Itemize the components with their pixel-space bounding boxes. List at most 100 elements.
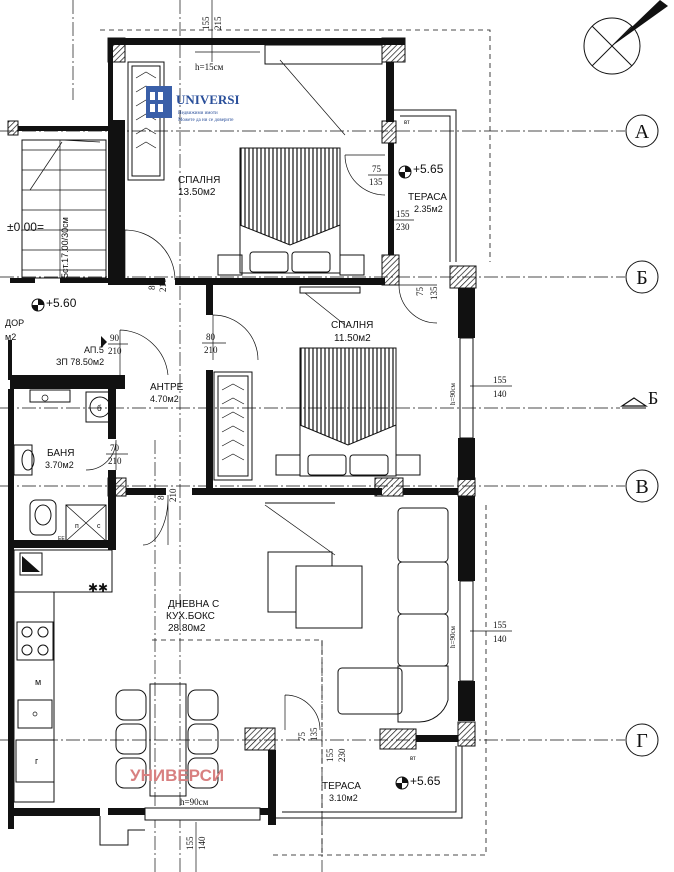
- dim-d1-210: 210: [158, 278, 168, 292]
- dim-t2-75: 75: [297, 732, 307, 742]
- dim-b-135: 135: [429, 286, 439, 300]
- level-left: +5.60: [46, 296, 77, 310]
- apartment-arrow-icon: [101, 336, 107, 348]
- dim-w1-155: 155: [493, 375, 507, 385]
- corridor-area: м2: [5, 332, 16, 342]
- terrace2-name: ТЕРАСА: [322, 781, 361, 792]
- dim-top-155: 155: [201, 16, 211, 30]
- dim-d5-80: 80: [156, 491, 166, 501]
- kitchen-m: м: [35, 677, 41, 687]
- level-texts: +5.65 +5.60 +5.65 ±0.00= 15ст.17.00/30см: [7, 162, 444, 788]
- walls: [7, 37, 477, 846]
- level-markers: [31, 165, 412, 790]
- dim-h90c: h=90см: [180, 797, 209, 807]
- bath-fixtures: [13, 389, 115, 542]
- level-zero: ±0.00=: [7, 220, 44, 234]
- dim-t2-135: 135: [309, 727, 319, 741]
- dim-t1-230: 230: [396, 222, 410, 232]
- stairs: [21, 139, 107, 279]
- bath-b: б: [97, 404, 102, 413]
- dim-bot-155: 155: [185, 836, 195, 850]
- living-area: 28.80м2: [168, 623, 206, 634]
- dim-h90b: h=90см: [449, 625, 457, 648]
- corridor-name: ДОР: [5, 318, 24, 328]
- dim-d3-90: 90: [110, 333, 120, 343]
- axis-marker-b: [625, 260, 659, 294]
- living-line1: ДНЕВНА С: [168, 599, 219, 610]
- dim-d5-210: 210: [168, 488, 178, 502]
- dim-t1-135: 135: [369, 177, 383, 187]
- bedroom1-area: 13.50м2: [178, 187, 216, 198]
- terrace-outlines: [276, 109, 463, 819]
- axis-marker-a: [625, 114, 659, 148]
- dim-d4-70: 70: [110, 443, 120, 453]
- apartment-label: АП.5: [84, 345, 104, 355]
- dim-d3-210: 210: [108, 346, 122, 356]
- kitchen-stars: ✱✱: [88, 581, 108, 595]
- bath-name: БАНЯ: [47, 448, 74, 459]
- living-furniture: [115, 507, 449, 797]
- hall-area: 4.70м2: [150, 394, 179, 404]
- level-top-right: +5.65: [413, 162, 444, 176]
- logo: UNIVERSI Недвижими имоти Можете да ни се…: [146, 86, 240, 123]
- dim-t1-75: 75: [372, 164, 382, 174]
- watermark: УНИВЕРСИ: [130, 766, 224, 785]
- fixture-labels: м г ✱✱ п с б ЕЕ: [35, 404, 108, 766]
- level-bottom-right: +5.65: [410, 774, 441, 788]
- axis-label-b: Б: [636, 267, 647, 289]
- wardrobe-2: [213, 371, 253, 481]
- dim-w2-140: 140: [493, 634, 507, 644]
- axis-label-v: В: [635, 476, 648, 498]
- living-line2: КУХ.БОКС: [166, 611, 215, 622]
- dim-d4-210: 210: [108, 456, 122, 466]
- apartment-area: ЗП 78.50м2: [56, 357, 104, 367]
- axis-marker-g: [625, 723, 659, 757]
- dim-d1-80: 80: [147, 281, 157, 291]
- doors: [85, 59, 438, 731]
- north-arrow-icon: [583, 0, 668, 75]
- dim-d2-80: 80: [206, 332, 216, 342]
- logo-line2: Можете да ни се доверите: [178, 118, 234, 123]
- axis-label-a: А: [635, 121, 650, 143]
- dim-w2-155: 155: [493, 620, 507, 630]
- hall-name: АНТРЕ: [150, 382, 184, 393]
- outline-dashed: [100, 29, 491, 856]
- axis-markers: А Б В Г Б: [620, 114, 659, 757]
- dim-t2-155: 155: [325, 748, 335, 762]
- bt-bottom: вт: [410, 756, 416, 762]
- bed-2: [275, 347, 421, 477]
- axis-marker-v: [625, 469, 659, 503]
- dim-h90a: h=90см: [449, 382, 457, 405]
- room-labels: СПАЛНЯ 13.50м2 СПАЛНЯ 11.50м2 ТЕРАСА 2.3…: [5, 175, 447, 803]
- bedroom2-area: 11.50м2: [334, 333, 371, 344]
- section-label: Б: [648, 388, 658, 408]
- wardrobe-1: [127, 61, 165, 181]
- dimensions: 155 215 h=15см 75 135 155 230 75 135 80 …: [106, 0, 512, 872]
- bedroom2-name: СПАЛНЯ: [331, 320, 373, 331]
- section-arrow-icon: [620, 397, 648, 407]
- stair-note: 15ст.17.00/30см: [60, 217, 70, 283]
- dim-w1-140: 140: [493, 389, 507, 399]
- dim-h15: h=15см: [195, 62, 224, 72]
- logo-brand: UNIVERSI: [176, 92, 240, 107]
- terrace1-area: 2.35м2: [414, 204, 443, 214]
- axis-label-g: Г: [636, 730, 648, 752]
- logo-line1: Недвижими имоти: [178, 111, 218, 116]
- terrace1-name: ТЕРАСА: [408, 192, 447, 203]
- bedroom1-name: СПАЛНЯ: [178, 175, 220, 186]
- bath-area: 3.70м2: [45, 460, 74, 470]
- dim-top-215: 215: [213, 16, 223, 30]
- bath-p: п: [75, 523, 79, 530]
- dim-d2-210: 210: [204, 345, 218, 355]
- dim-b-75: 75: [415, 287, 425, 297]
- bt-top: вт: [404, 120, 410, 126]
- bath-s: с: [97, 523, 101, 530]
- kitchen-g: г: [35, 756, 39, 766]
- dim-t2-230: 230: [337, 748, 347, 762]
- dim-bot-140: 140: [197, 836, 207, 850]
- bath-ee: ЕЕ: [58, 536, 65, 542]
- kitchen-unit: [13, 549, 113, 803]
- terrace2-area: 3.10м2: [329, 793, 358, 803]
- bed-1: [217, 147, 365, 276]
